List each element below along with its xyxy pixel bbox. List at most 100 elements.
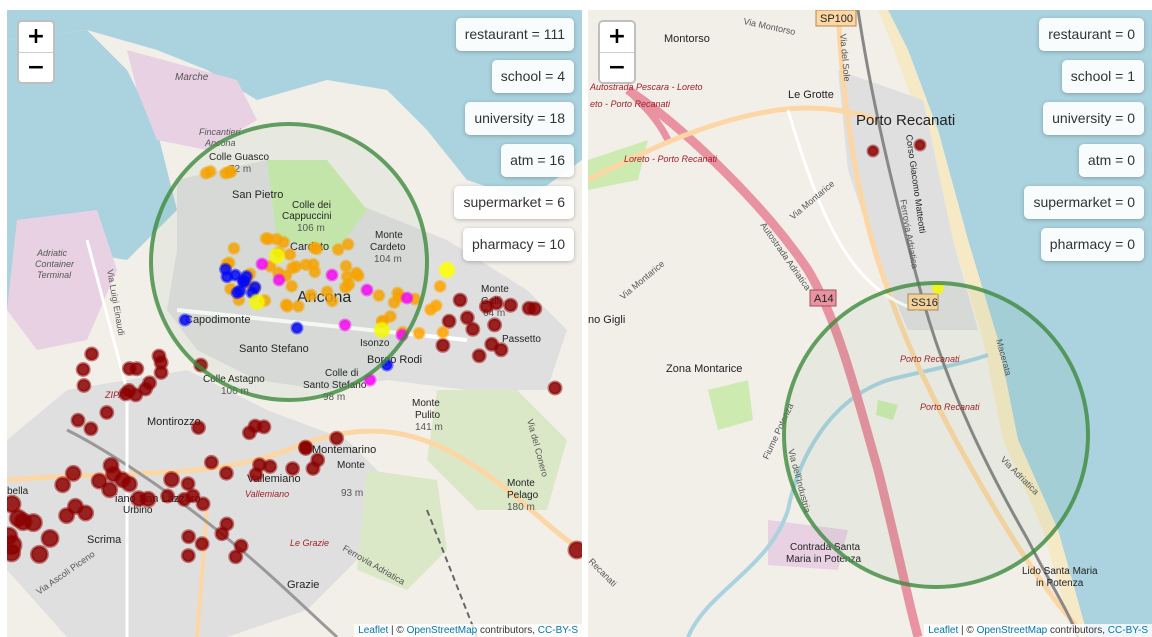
restaurant-marker[interactable]: [102, 456, 120, 474]
university-marker[interactable]: [331, 243, 345, 256]
university-marker[interactable]: [304, 288, 318, 302]
school-marker[interactable]: [268, 247, 286, 265]
restaurant-marker[interactable]: [435, 337, 451, 353]
license-link[interactable]: CC-BY-S: [537, 625, 578, 636]
restaurant-marker[interactable]: [487, 317, 503, 333]
map-porto-recanati[interactable]: SP100 Montorso Via Montorso Via del Sole…: [588, 10, 1152, 637]
restaurant-marker[interactable]: [547, 380, 563, 396]
pharmacy-marker[interactable]: [255, 257, 269, 271]
leaflet-link[interactable]: Leaflet: [928, 625, 959, 636]
university-marker[interactable]: [299, 258, 313, 272]
restaurant-marker[interactable]: [866, 144, 880, 158]
pharmacy-marker[interactable]: [272, 273, 286, 287]
pharmacy-marker[interactable]: [338, 318, 352, 332]
pharmacy-marker[interactable]: [325, 268, 339, 282]
restaurant-marker[interactable]: [77, 504, 95, 522]
zoom-out-button[interactable]: −: [19, 52, 53, 82]
map-ancona[interactable]: Marche Fincantieri Ancona Colle Guasco 7…: [7, 10, 582, 637]
atm-marker[interactable]: [219, 262, 232, 276]
restaurant-marker[interactable]: [83, 421, 99, 437]
university-marker[interactable]: [391, 286, 405, 300]
school-marker[interactable]: [438, 261, 456, 279]
restaurant-marker[interactable]: [118, 386, 134, 402]
university-marker[interactable]: [340, 270, 354, 284]
restaurant-marker[interactable]: [76, 378, 92, 393]
restaurant-marker[interactable]: [7, 534, 23, 556]
restaurant-marker[interactable]: [452, 292, 468, 308]
restaurant-marker[interactable]: [521, 300, 537, 316]
restaurant-marker[interactable]: [233, 538, 249, 554]
restaurant-marker[interactable]: [478, 299, 494, 314]
restaurant-marker[interactable]: [194, 536, 210, 552]
atm-marker[interactable]: [178, 313, 192, 327]
restaurant-marker[interactable]: [23, 513, 43, 533]
poi-markers-ancona[interactable]: [7, 164, 582, 565]
restaurant-marker[interactable]: [29, 544, 49, 564]
restaurant-marker[interactable]: [285, 461, 301, 477]
university-marker[interactable]: [433, 279, 447, 293]
license-link[interactable]: CC-BY-S: [1107, 625, 1148, 636]
poi-markers-porto-recanati[interactable]: [866, 138, 945, 295]
university-marker[interactable]: [341, 237, 355, 251]
restaurant-marker[interactable]: [70, 412, 86, 428]
university-marker[interactable]: [310, 242, 324, 256]
school-marker[interactable]: [373, 321, 391, 339]
university-marker[interactable]: [325, 294, 339, 308]
restaurant-marker[interactable]: [54, 476, 72, 494]
restaurant-marker[interactable]: [121, 361, 137, 377]
university-marker[interactable]: [436, 325, 450, 339]
zoom-out-button[interactable]: −: [600, 52, 634, 82]
university-marker[interactable]: [227, 241, 241, 255]
osm-link[interactable]: OpenStreetMap: [406, 625, 478, 636]
osm-link[interactable]: OpenStreetMap: [976, 625, 1048, 636]
restaurant-marker[interactable]: [90, 472, 108, 490]
zoom-in-button[interactable]: +: [600, 22, 634, 52]
restaurant-marker[interactable]: [58, 507, 76, 525]
university-marker[interactable]: [199, 166, 213, 180]
restaurant-marker[interactable]: [180, 476, 196, 492]
restaurant-marker[interactable]: [191, 420, 206, 436]
restaurant-marker[interactable]: [214, 526, 230, 542]
university-marker[interactable]: [285, 279, 299, 293]
atm-marker[interactable]: [290, 321, 304, 335]
university-marker[interactable]: [270, 232, 284, 246]
restaurant-marker[interactable]: [218, 465, 234, 481]
restaurant-marker[interactable]: [176, 491, 192, 507]
restaurant-marker[interactable]: [298, 441, 314, 456]
restaurant-marker[interactable]: [567, 540, 582, 560]
university-marker[interactable]: [412, 326, 426, 340]
restaurant-marker[interactable]: [160, 488, 176, 504]
restaurant-marker[interactable]: [84, 346, 100, 362]
restaurant-marker[interactable]: [75, 362, 91, 377]
pharmacy-marker[interactable]: [360, 283, 374, 297]
university-marker[interactable]: [429, 299, 443, 313]
restaurant-marker[interactable]: [441, 313, 457, 329]
atm-marker[interactable]: [233, 284, 247, 298]
restaurant-marker[interactable]: [465, 321, 481, 337]
restaurant-marker[interactable]: [153, 365, 169, 380]
restaurant-marker[interactable]: [484, 336, 500, 352]
pharmacy-marker[interactable]: [400, 291, 414, 305]
restaurant-marker[interactable]: [40, 528, 60, 548]
restaurant-marker[interactable]: [913, 138, 927, 152]
restaurant-marker[interactable]: [262, 459, 278, 474]
restaurant-marker[interactable]: [163, 471, 181, 488]
restaurant-marker[interactable]: [138, 381, 153, 397]
university-marker[interactable]: [320, 285, 334, 299]
university-marker[interactable]: [224, 165, 238, 179]
school-marker[interactable]: [248, 293, 266, 311]
restaurant-marker[interactable]: [101, 481, 119, 499]
atm-marker[interactable]: [239, 270, 253, 283]
restaurant-marker[interactable]: [503, 297, 519, 313]
restaurant-marker[interactable]: [130, 490, 148, 508]
restaurant-marker[interactable]: [8, 508, 28, 528]
university-marker[interactable]: [372, 289, 386, 302]
zoom-in-button[interactable]: +: [19, 22, 53, 52]
university-marker[interactable]: [280, 299, 294, 313]
restaurant-marker[interactable]: [180, 548, 196, 564]
restaurant-marker[interactable]: [99, 405, 115, 420]
restaurant-marker[interactable]: [120, 475, 138, 493]
restaurant-marker[interactable]: [203, 454, 219, 470]
leaflet-link[interactable]: Leaflet: [358, 625, 389, 636]
restaurant-marker[interactable]: [471, 348, 487, 364]
